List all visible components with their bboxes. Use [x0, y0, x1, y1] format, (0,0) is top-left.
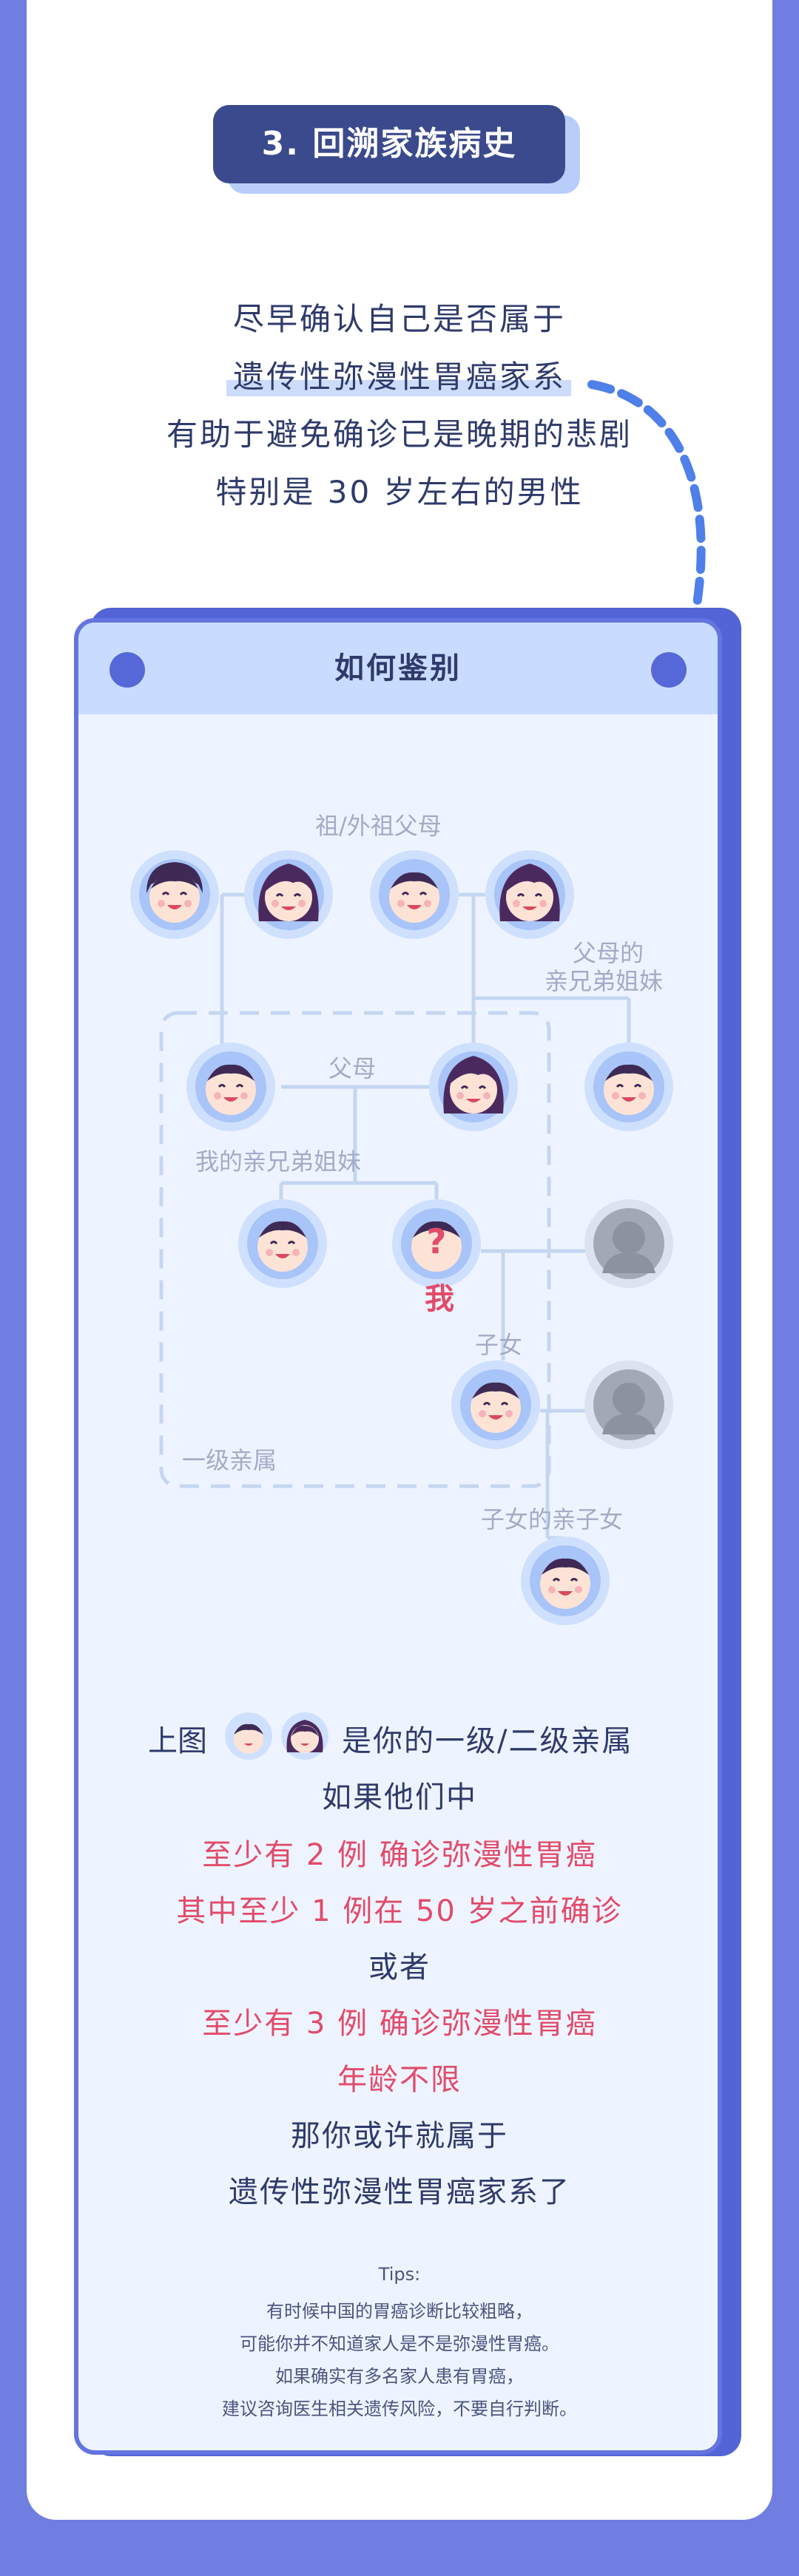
tips-line-3: 如果确实有多名家人患有胃癌，: [275, 2366, 524, 2387]
female-face-icon: [253, 859, 324, 930]
parents-label: 父母: [328, 1054, 377, 1082]
explain-line-8: 遗传性弥漫性胃癌家系了: [229, 2175, 570, 2209]
inline-face-icons: [225, 1712, 328, 1760]
grandfather-paternal-avatar: [130, 850, 219, 939]
explain-line-7: 那你或许就属于: [291, 2119, 508, 2153]
children-label: 子女: [475, 1331, 523, 1359]
question-mark: ?: [426, 1221, 447, 1261]
tips-line-1: 有时候中国的胃癌诊断比较粗略，: [266, 2301, 533, 2322]
explain-line-5: 至少有 3 例 确诊弥漫性胃癌: [202, 2007, 597, 2041]
explain-prefix: 上图: [148, 1724, 207, 1758]
explain-suffix: 是你的一级/二级亲属: [342, 1724, 633, 1758]
dashed-connector-curve: [587, 380, 706, 618]
female-face-icon: [494, 859, 565, 930]
face-icon: [401, 1208, 472, 1279]
siblings-label: 我的亲兄弟姐妹: [195, 1148, 362, 1176]
tips-line-4: 建议咨询医生相关遗传风险，不要自行判断。: [222, 2399, 577, 2419]
grandchildren-label: 子女的亲子女: [481, 1505, 624, 1533]
explain-line-2: 至少有 2 例 确诊弥漫性胃癌: [202, 1838, 597, 1872]
intro-line-2: 遗传性弥漫性胃癌家系: [232, 359, 566, 395]
male-face-icon: [379, 859, 450, 930]
male-face-icon: [139, 859, 210, 930]
person-silhouette-icon: [593, 1369, 664, 1440]
child-spouse-avatar: [584, 1360, 673, 1449]
male-face-icon: [530, 1545, 601, 1616]
explain-line-4: 或者: [368, 1950, 431, 1984]
grandchild-avatar: [521, 1536, 610, 1625]
male-face-icon: [195, 1051, 266, 1122]
parents-siblings-label-1: 父母的: [573, 939, 644, 967]
panel-dot-right: [651, 652, 687, 688]
male-face-icon: [460, 1369, 531, 1440]
explain-line-6: 年龄不限: [337, 2063, 462, 2097]
father-avatar: [186, 1043, 275, 1131]
male-face-icon: [247, 1208, 318, 1279]
panel-header: 如何鉴别: [78, 623, 718, 714]
intro-line-1: 尽早确认自己是否属于: [232, 301, 566, 337]
panel-dot-left: [109, 652, 145, 688]
male-face-icon: [593, 1051, 664, 1122]
child-avatar: [451, 1360, 540, 1449]
explain-line-1: 如果他们中: [322, 1780, 477, 1814]
spouse-avatar: [584, 1199, 673, 1288]
person-silhouette-icon: [593, 1208, 664, 1279]
intro-highlight: [226, 380, 571, 396]
mother-avatar: [429, 1043, 518, 1131]
sibling-avatar: [238, 1199, 327, 1288]
grandparents-label: 祖/外祖父母: [315, 812, 442, 840]
grandfather-maternal-avatar: [370, 850, 459, 939]
intro-line-4: 特别是 30 岁左右的男性: [215, 474, 584, 510]
uncle-aunt-avatar: [584, 1043, 673, 1131]
panel-title: 如何鉴别: [334, 651, 462, 685]
tips-line-2: 可能你并不知道家人是不是弥漫性胃癌。: [240, 2333, 559, 2354]
tips-title: Tips:: [378, 2264, 421, 2285]
section-title: 3. 回溯家族病史: [213, 105, 565, 183]
inline-avatars: [222, 1709, 340, 1761]
explain-line-3: 其中至少 1 例在 50 岁之前确诊: [176, 1894, 623, 1928]
grandmother-maternal-avatar: [485, 850, 574, 939]
grandmother-paternal-avatar: [244, 850, 333, 939]
me-avatar: ?: [392, 1199, 481, 1288]
first-degree-label: 一级亲属: [182, 1446, 277, 1474]
female-face-icon: [438, 1051, 509, 1122]
me-label: 我: [425, 1282, 454, 1316]
parents-siblings-label-2: 亲兄弟姐妹: [545, 967, 664, 995]
intro-line-3: 有助于避免确诊已是晚期的悲剧: [166, 416, 633, 453]
